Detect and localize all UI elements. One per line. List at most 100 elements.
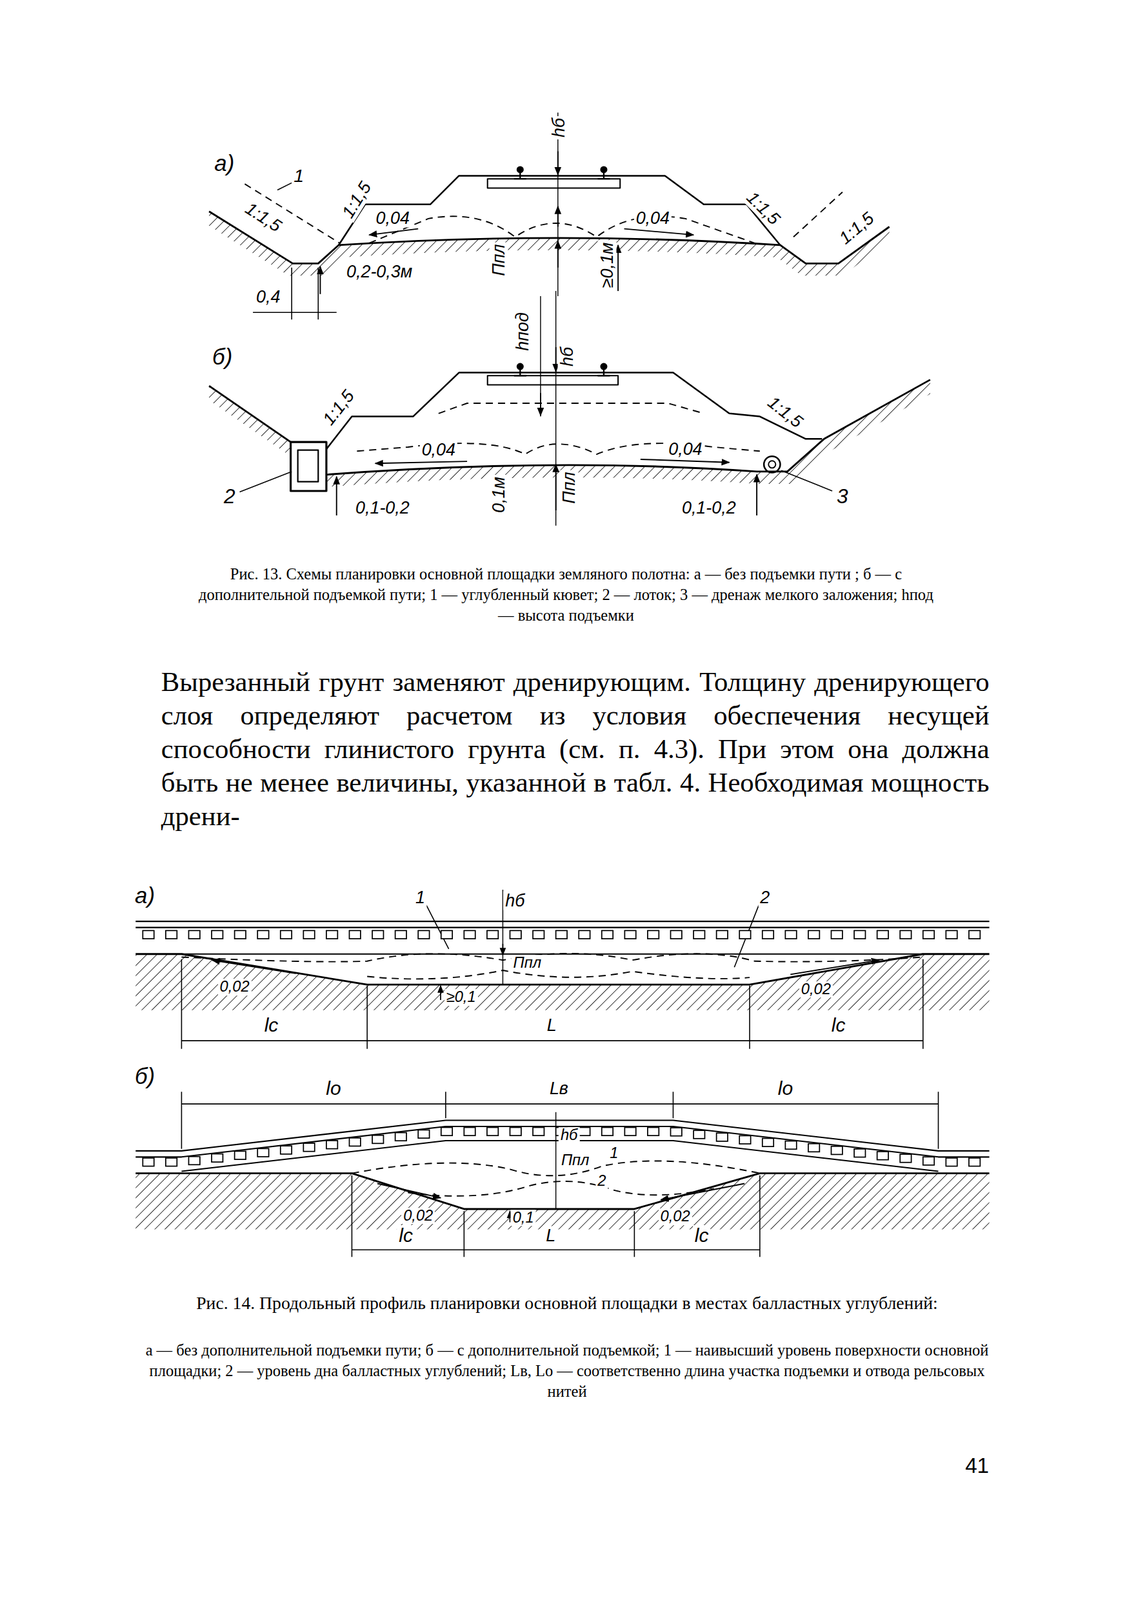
dimension-arrow — [557, 150, 559, 175]
dimension-label: Ппл — [489, 241, 509, 278]
slope-arrow — [640, 459, 730, 463]
dimension-label: hб — [549, 116, 569, 140]
dimension-label: 1:1,5 — [763, 391, 809, 433]
dimension-arrow — [336, 476, 338, 516]
sleeper — [349, 930, 360, 939]
dimension-label: 1 — [607, 1145, 620, 1162]
axis-line — [557, 112, 559, 297]
dimension-label: 0,2-0,3м — [344, 261, 415, 281]
ballast-bottom-line — [181, 1140, 938, 1171]
sleeper — [463, 930, 475, 939]
dimension-label: lо — [776, 1077, 795, 1099]
ground-line — [135, 1173, 989, 1209]
text-block: Вырезанный грунт заменяют дренирующим. Т… — [161, 665, 990, 833]
sleeper — [785, 930, 797, 939]
dimension-arrow — [756, 474, 758, 516]
ground-hatch — [209, 211, 890, 277]
sleeper — [556, 930, 568, 939]
dimension-label: 0,02 — [401, 1207, 435, 1225]
ground-line — [209, 211, 890, 264]
text-block: Рис. 13. Схемы планировки основной площа… — [193, 563, 938, 626]
sleeper — [624, 930, 636, 939]
sleeper — [647, 1127, 659, 1136]
sleeper — [716, 1132, 728, 1142]
sleeper — [395, 1132, 407, 1142]
shallow-drain — [763, 456, 780, 473]
sleeper — [142, 930, 154, 939]
sleeper-row — [142, 930, 980, 1166]
sleeper — [739, 930, 751, 939]
sleeper — [670, 1127, 682, 1137]
leader-line — [239, 470, 833, 492]
slope-arrow — [212, 959, 297, 974]
sleeper — [188, 1156, 200, 1166]
slope-arrow — [369, 229, 419, 235]
rail-head — [600, 363, 607, 370]
sleeper — [854, 1148, 866, 1158]
dimension-label: 0,1м — [489, 474, 509, 515]
sleeper — [923, 930, 935, 939]
ground-hatch — [326, 379, 931, 488]
axis-line — [540, 290, 557, 526]
figure-letter: а) — [212, 151, 237, 176]
sleeper — [762, 1137, 774, 1147]
sleeper — [303, 930, 315, 939]
ground-hatch — [209, 385, 291, 457]
sleeper — [441, 1127, 453, 1136]
deep-ditch-dashed — [244, 183, 842, 244]
sleeper — [578, 930, 590, 939]
dimension-arrow — [539, 392, 542, 416]
dimension-label: Ппл — [559, 1152, 592, 1169]
dimension-label: ≥0,1 — [444, 988, 479, 1006]
ballast-bed-dashed — [369, 216, 755, 244]
sleeper — [693, 930, 705, 939]
sleeper — [142, 1157, 154, 1167]
dimension-label: hб — [558, 345, 577, 369]
dimension-label: lс — [262, 1014, 281, 1036]
sleeper — [716, 930, 728, 939]
dimension-label: ≥0,1м — [597, 240, 617, 291]
dimension-label: 0,04 — [666, 439, 704, 459]
dimension-label: lс — [829, 1014, 848, 1036]
dimension-label: 0,4 — [254, 287, 282, 307]
dimension-label: 1:1,5 — [741, 186, 785, 230]
dimension-line — [181, 959, 923, 1049]
ground-hatch — [135, 954, 989, 1011]
sleeper — [349, 1137, 360, 1147]
sleeper — [968, 1157, 980, 1167]
ground-hatch — [135, 1173, 989, 1230]
dimension-arrow — [617, 245, 619, 291]
sleeper — [487, 1127, 499, 1136]
dimension-label: 0,1 — [510, 1209, 537, 1227]
dimension-arrow — [319, 266, 321, 295]
rail-line — [135, 1119, 989, 1157]
sleeper — [234, 930, 246, 939]
sleeper — [968, 930, 980, 939]
dimension-label: 1 — [413, 888, 428, 908]
figure-letter: б) — [132, 1064, 157, 1089]
sleeper — [326, 1140, 338, 1149]
sleeper — [831, 1146, 843, 1155]
sleeper — [257, 930, 269, 939]
dimension-label: lс — [396, 1225, 415, 1246]
sleeper — [487, 375, 619, 385]
dimension-arrow — [502, 943, 504, 955]
sleeper — [899, 930, 911, 939]
sleeper — [762, 930, 774, 939]
sleeper — [647, 930, 659, 939]
sleeper — [418, 1129, 429, 1138]
sleeper — [257, 1148, 269, 1157]
dimension-label: 2 — [221, 485, 238, 508]
dimension-label: lо — [323, 1077, 343, 1099]
sleeper — [945, 1157, 957, 1167]
sleeper — [693, 1130, 705, 1139]
dimension-arrow — [557, 206, 559, 228]
sleeper — [509, 1127, 521, 1136]
drain-tray — [298, 450, 319, 482]
leader-line — [426, 905, 759, 968]
ground-line — [209, 385, 291, 442]
text-block: а — без дополнительной подъемки пути; б … — [130, 1339, 1004, 1402]
ground-line — [135, 954, 989, 985]
sleeper — [945, 930, 957, 939]
